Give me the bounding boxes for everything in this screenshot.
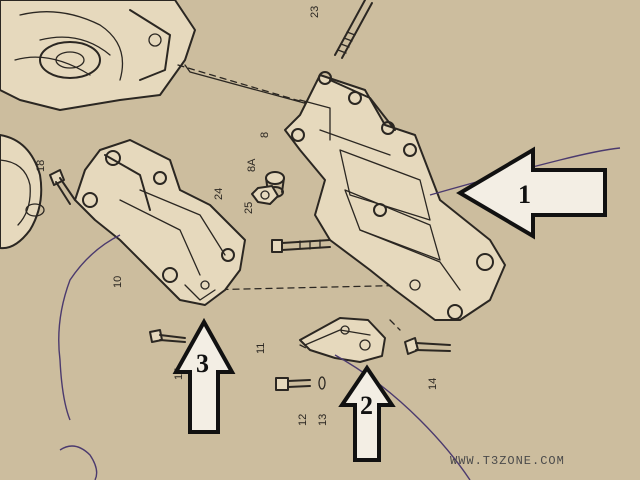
alternator-assembly — [0, 0, 196, 111]
arrow-1-label: 1 — [518, 180, 531, 209]
washer-13 — [318, 376, 326, 390]
arrow-2-label: 2 — [360, 391, 373, 420]
stud-23 — [334, 0, 373, 59]
callout-23: 23 — [309, 6, 321, 18]
callout-12: 12 — [297, 414, 309, 426]
callout-labels: 23 8 8A 24 25 18 10 11 12 13 14 15 — [35, 6, 439, 426]
bolt-15 — [149, 329, 186, 343]
callout-13: 13 — [317, 414, 329, 426]
callout-10: 10 — [112, 276, 124, 288]
nut-24 — [251, 185, 279, 205]
small-bracket-part — [299, 317, 386, 363]
pen-marks — [58, 147, 621, 480]
arrow-3: 3 — [172, 317, 236, 434]
watermark: WWW.T3ZONE.COM — [450, 454, 565, 468]
arrow-2: 2 — [338, 364, 396, 462]
main-bracket-part — [284, 71, 506, 321]
callout-8: 8 — [259, 132, 271, 138]
callout-24: 24 — [213, 188, 225, 200]
callout-11: 11 — [255, 343, 267, 354]
bolt-18 — [49, 169, 76, 205]
arrow-1: 1 — [456, 146, 607, 240]
arrow-3-label: 3 — [196, 349, 209, 378]
callout-18: 18 — [35, 160, 47, 172]
left-bracket-part — [74, 139, 246, 306]
bolt-25 — [271, 239, 331, 253]
callout-25: 25 — [243, 202, 255, 214]
callout-8a: 8A — [246, 158, 258, 172]
bolt-14 — [404, 337, 451, 355]
guide-lines — [177, 64, 421, 351]
pulley-assembly — [0, 134, 45, 250]
callout-14: 14 — [427, 378, 439, 390]
bolt-12 — [275, 377, 311, 391]
